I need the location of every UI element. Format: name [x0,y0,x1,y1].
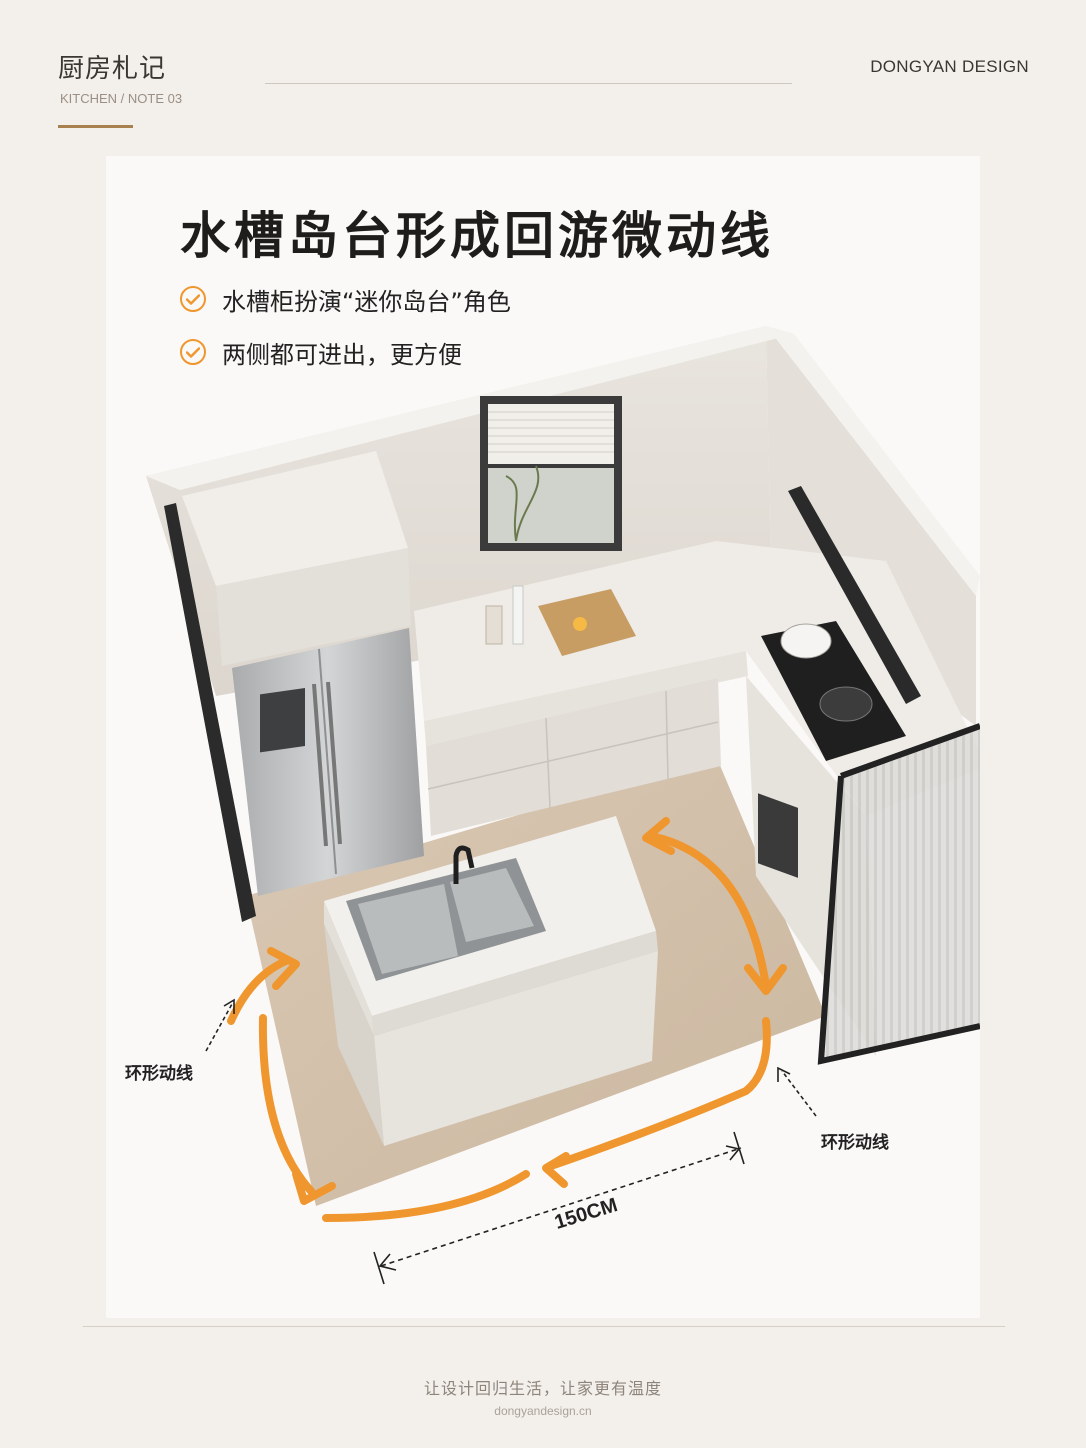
tall-cabinet [182,451,408,586]
arrow-bottom [322,1170,530,1222]
footer-slogan: 让设计回归生活，让家更有温度 [423,1379,662,1398]
feature-bullet: 水槽柜扮演“迷你岛台”角色 [180,284,511,316]
footer-url[interactable]: dongyandesign.cn [494,1404,592,1418]
cutting-board [538,589,636,656]
page-title: 厨房札记 [58,54,167,84]
circulation-label-left: 环形动线 [125,1064,193,1084]
check-circle-icon [180,339,206,365]
right-glass-partition [821,726,980,1061]
header-divider [265,83,792,84]
feature-bullet: 两侧都可进出，更方便 [180,337,462,369]
faucet [453,845,475,884]
circulation-label-right: 环形动线 [821,1133,889,1153]
arrow-left-upper [227,957,290,1025]
page-subtitle: KITCHEN / NOTE 03 [60,91,183,106]
check-circle-icon [180,286,206,312]
kitchen-illustration-card: 水槽岛台形成回游微动线 水槽柜扮演“迷你岛台”角色 两侧都可进出，更方便 环形动… [106,156,980,1318]
right-wall [766,326,976,726]
range-hood-bar [788,486,921,704]
left-glass-partition [164,503,256,922]
feature-bullet-text: 两侧都可进出，更方便 [222,340,462,369]
footer-divider [83,1326,1005,1327]
brand-name: DONGYAN DESIGN [870,57,1029,76]
arrow-bottom-right [547,1017,771,1170]
feature-bullet-text: 水槽柜扮演“迷你岛台”角色 [222,287,511,316]
accent-bar [58,125,133,128]
arrow-right [647,832,770,990]
island-cabinet [374,951,658,1146]
kitchen-isometric-illustration [146,326,980,1285]
card-title: 水槽岛台形成回游微动线 [180,207,774,265]
